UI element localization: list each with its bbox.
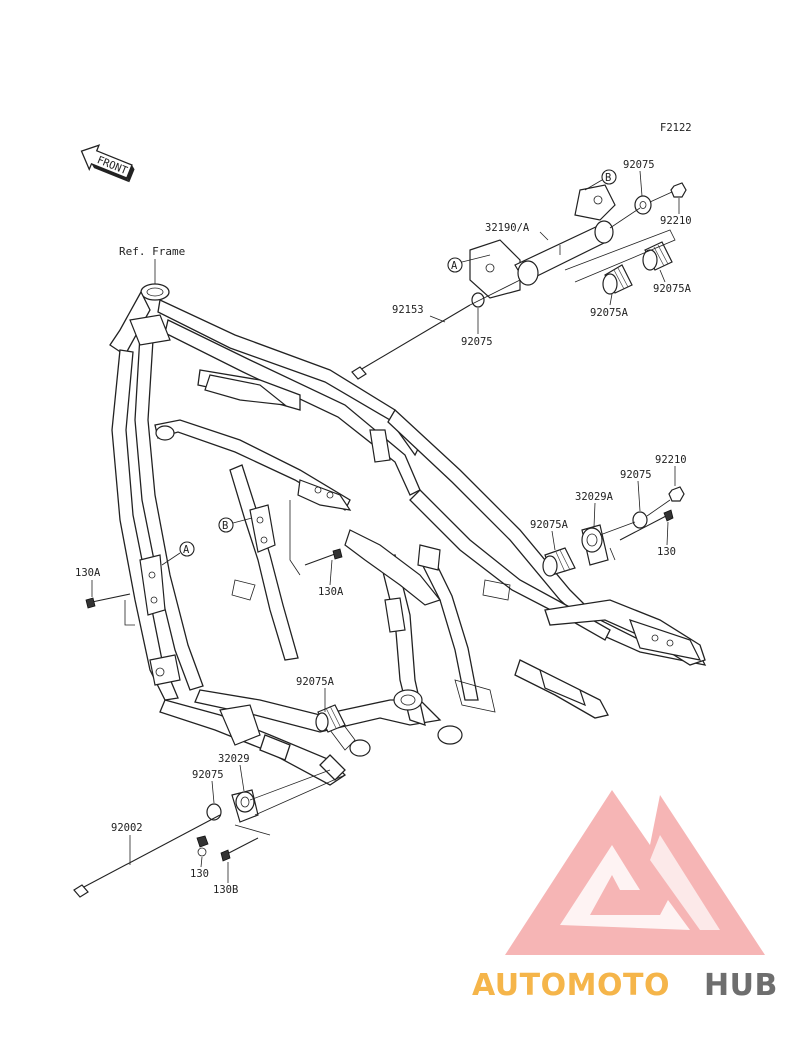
callout-a-top: A [447,254,491,273]
watermark-text: AUTOMOTO HUB [472,968,778,1003]
watermark-text-part2: HUB [704,968,778,1003]
bolt-130A-mid [304,548,343,566]
front-arrow-icon: FRONT [80,144,135,183]
callout-a-top-label: A [451,260,458,272]
callout-b-frame-label: B [222,520,228,532]
part-label-92075-mid: 92075 [461,336,493,348]
bottom-mount-assembly [73,704,346,898]
part-label-130-bottom: 130 [190,868,209,880]
callout-a-frame-label: A [183,544,190,556]
part-label-92075-right: 92075 [620,469,652,481]
part-label-32029A: 32029A [575,491,614,503]
part-label-92153: 92153 [392,304,424,316]
part-label-92075A-top-mid: 92075A [590,307,629,319]
callout-b-top: B [584,169,617,191]
callout-b-top-label: B [605,172,611,184]
part-label-92075A-bottom: 92075A [296,676,335,688]
ref-frame-label: Ref. Frame [119,245,185,258]
part-label-92075A-top-right: 92075A [653,283,692,295]
part-label-130A-mid: 130A [318,586,344,598]
callout-b-frame: B [218,517,253,533]
watermark-triangle-icon [505,790,765,955]
part-label-32190A: 32190/A [485,222,530,234]
part-label-92075-top: 92075 [623,159,655,171]
motorcycle-frame [109,283,707,786]
top-mount-assembly [351,182,687,380]
part-label-92002: 92002 [111,822,143,834]
part-label-92075-bottom: 92075 [192,769,224,781]
callout-a-frame: A [161,541,195,566]
figure-code: F2122 [660,122,692,134]
part-label-92210-right: 92210 [655,454,687,466]
watermark-logo [505,790,765,955]
part-label-92210-top: 92210 [660,215,692,227]
right-mount-assembly [542,486,685,577]
part-label-32029: 32029 [218,753,250,765]
watermark-text-part1: AUTOMOTO [472,968,670,1003]
bolt-130A-left [85,593,131,609]
part-label-92075A-right: 92075A [530,519,569,531]
part-label-130B: 130B [213,884,238,896]
part-label-130-right: 130 [657,546,676,558]
part-label-130A-left: 130A [75,567,101,579]
